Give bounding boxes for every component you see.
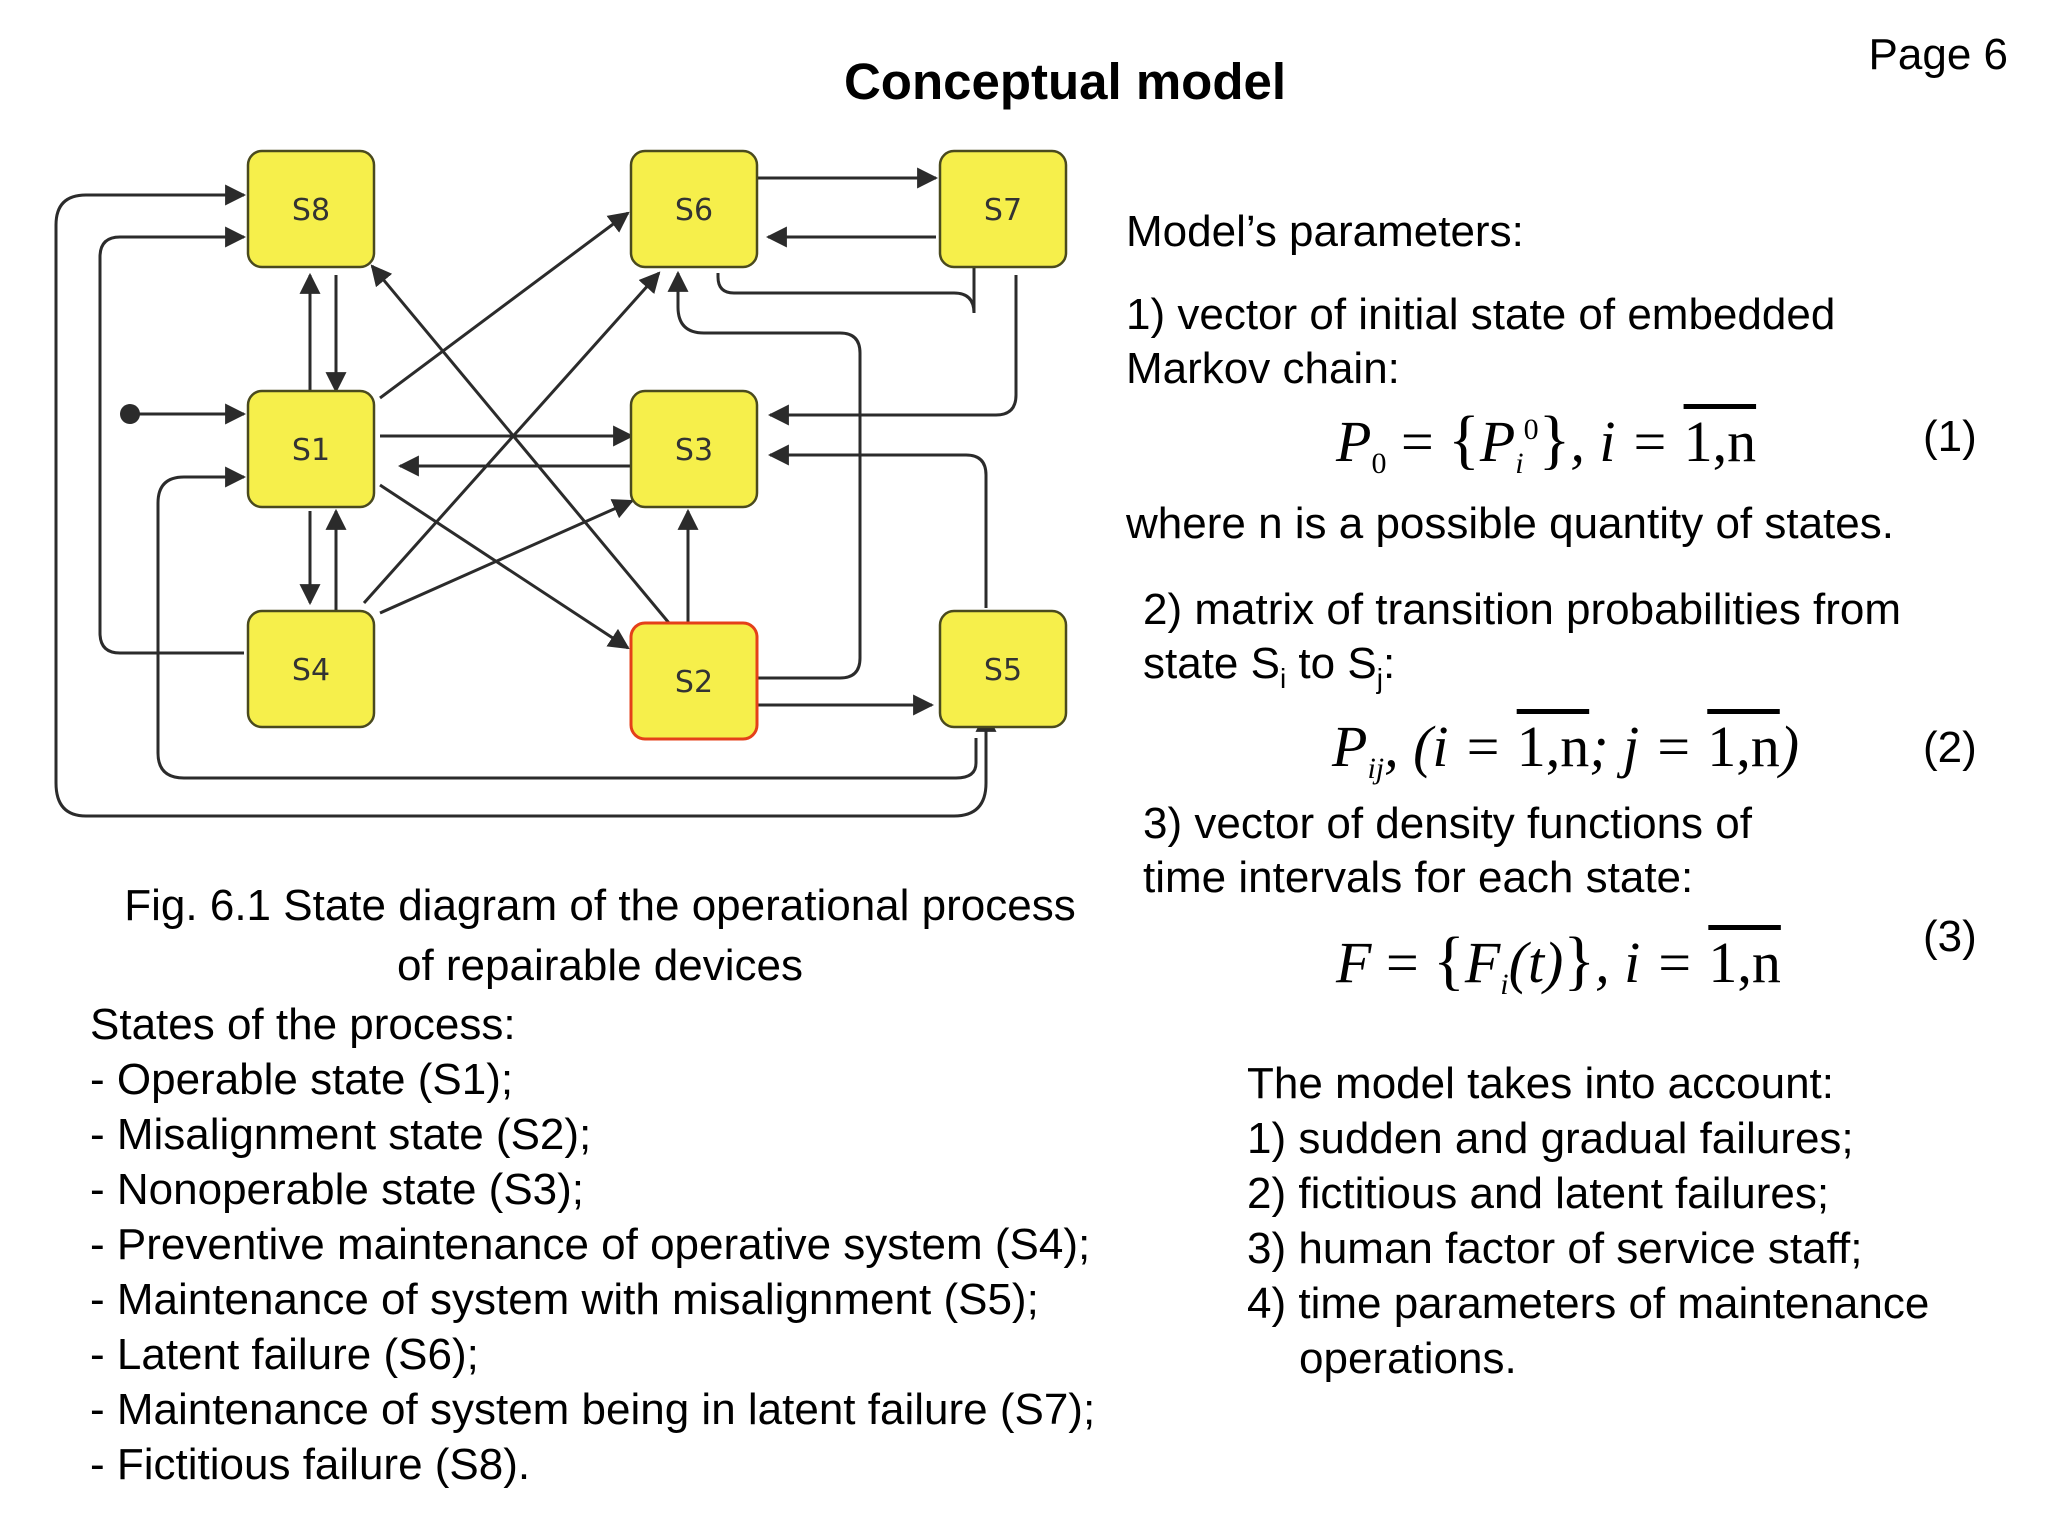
node-s4 (246, 609, 376, 729)
account-item: 2) fictitious and latent failures; (1247, 1169, 1830, 1218)
node-s5-label: S5 (984, 653, 1022, 688)
equation-2-number: (2) (1923, 723, 1977, 772)
param-1-line-1: 1) vector of initial state of embedded (1126, 290, 1836, 339)
param-3-line-1: 3) vector of density functions of (1143, 799, 1752, 848)
params-heading: Model’s parameters: (1126, 207, 1524, 256)
formula-1: P0 = {Pi0}, i = 1,n (1336, 403, 1757, 480)
param-2-line-1: 2) matrix of transition probabilities fr… (1143, 585, 1902, 634)
edge-s5-s8 (54, 184, 988, 818)
state-item: - Fictitious failure (S8). (90, 1440, 531, 1489)
state-diagram: S8 S6 S7 S1 S3 S4 S2 S5 (34, 133, 1094, 838)
state-item: - Latent failure (S6); (90, 1330, 479, 1379)
edge-s5-s3 (767, 444, 988, 608)
accounts-heading: The model takes into account: (1247, 1059, 1834, 1108)
equation-3-number: (3) (1923, 912, 1977, 961)
node-s6 (629, 149, 759, 269)
state-item: - Operable state (S1); (90, 1055, 514, 1104)
state-item: - Misalignment state (S2); (90, 1110, 592, 1159)
caption-line-1: Fig. 6.1 State diagram of the operationa… (124, 881, 1076, 930)
accounts-list: The model takes into account: 1) sudden … (1247, 1056, 1929, 1386)
page-number: Page 6 (1868, 30, 2008, 79)
state-item: - Maintenance of system with misalignmen… (90, 1275, 1039, 1324)
node-s2 (629, 621, 759, 741)
figure-caption: Fig. 6.1 State diagram of the operationa… (60, 876, 1140, 996)
edge-s2-s6 (667, 270, 862, 680)
states-heading: States of the process: (90, 1000, 516, 1049)
node-s3-label: S3 (675, 433, 713, 468)
edge-s1-s2 (379, 483, 630, 650)
node-s8-label: S8 (292, 193, 330, 228)
states-list: States of the process: - Operable state … (90, 997, 1095, 1492)
node-s7 (938, 149, 1068, 269)
equation-1-number: (1) (1923, 412, 1977, 461)
edge-s5-s1 (156, 466, 978, 780)
param-3-line-2: time intervals for each state: (1143, 853, 1694, 902)
edge-s5-s6-b (716, 258, 976, 314)
node-s1-label: S1 (292, 433, 330, 468)
edge-s4-s6 (362, 271, 661, 604)
node-s7-label: S7 (984, 193, 1022, 228)
formula-2: Pij, (i = 1,n; j = 1,n) (1332, 714, 1800, 785)
account-item: 3) human factor of service staff; (1247, 1224, 1863, 1273)
account-item-continuation: operations. (1299, 1334, 1517, 1383)
account-item: 4) time parameters of maintenance (1247, 1279, 1930, 1328)
state-item: - Maintenance of system being in latent … (90, 1385, 1096, 1434)
formula-3: F = {Fi(t)}, i = 1,n (1336, 924, 1781, 1001)
node-s2-label: S2 (675, 665, 713, 700)
param-1-line-2: Markov chain: (1126, 344, 1400, 393)
param-2-line-2: state Si to Sj: (1143, 639, 1396, 694)
node-s5 (938, 609, 1068, 729)
node-s1 (246, 389, 376, 509)
caption-line-2: of repairable devices (396, 941, 803, 990)
start-point (120, 404, 140, 424)
where-text: where n is a possible quantity of states… (1126, 499, 1894, 548)
account-item: 1) sudden and gradual failures; (1247, 1114, 1854, 1163)
edge-s2-s8 (370, 264, 671, 624)
page-title: Conceptual model (843, 53, 1287, 110)
node-s4-label: S4 (292, 653, 330, 688)
state-item: - Nonoperable state (S3); (90, 1165, 585, 1214)
edge-s7-s3 (767, 275, 1018, 426)
node-s3 (629, 389, 759, 509)
edge-s4-s3 (379, 499, 634, 615)
state-item: - Preventive maintenance of operative sy… (90, 1220, 1091, 1269)
edge-s4-s8 (98, 226, 247, 655)
node-s8 (246, 149, 376, 269)
node-s6-label: S6 (675, 193, 713, 228)
edge-s1-s6 (379, 211, 630, 400)
